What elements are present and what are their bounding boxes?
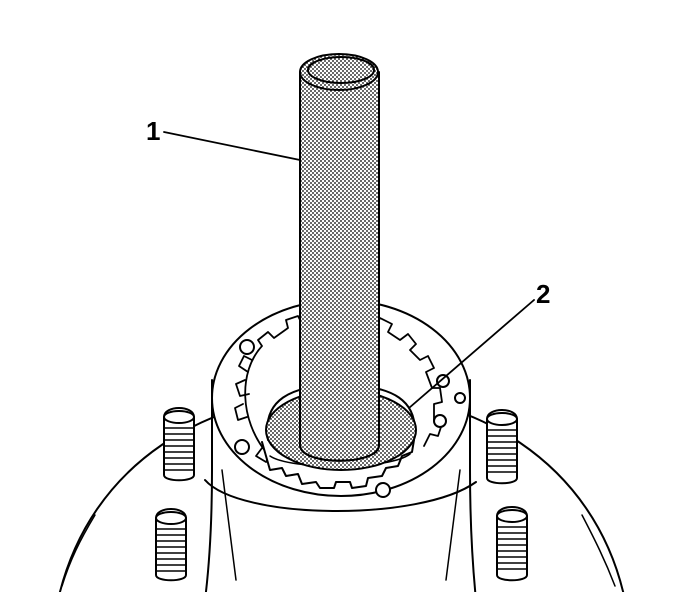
- callout-1-label: 1: [146, 116, 161, 146]
- hub-bolt-holes: [234, 339, 466, 498]
- leader-line-1: [163, 131, 301, 161]
- leader-line-2: [408, 299, 535, 409]
- wheel-stud-lower-right: [496, 506, 528, 582]
- installer-tool: [299, 53, 380, 462]
- wheel-stud-lower-left: [155, 508, 187, 582]
- hub-body: [204, 379, 477, 592]
- callout-2-label: 2: [536, 279, 551, 309]
- wheel-stud-upper-left: [163, 407, 195, 482]
- wheel-stud-upper-right: [486, 409, 518, 485]
